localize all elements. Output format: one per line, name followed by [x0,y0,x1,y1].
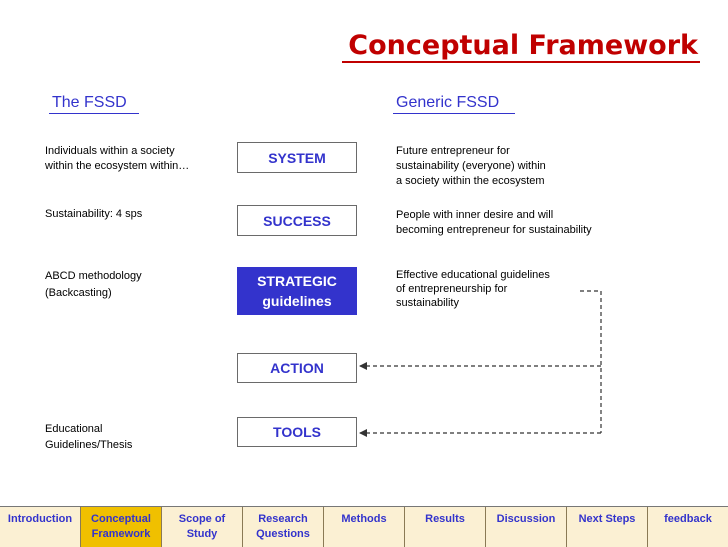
nav-label: Conceptual [91,513,151,525]
left-item-line: ABCD methodology [45,270,142,282]
dashed-trunk-line [580,290,602,433]
box-label: guidelines [262,293,332,309]
nav-label: Methods [341,513,387,525]
nav-feedback[interactable]: feedback [648,507,728,547]
left-item-success: Sustainability: 4 sps [45,207,142,222]
nav-label: Research [258,513,308,525]
right-heading: Generic FSSD [396,94,500,111]
left-item-line: Educational [45,423,103,435]
nav-label: Next Steps [578,513,636,525]
left-item-line: Sustainability: 4 sps [45,208,143,220]
nav-label: Questions [256,528,310,540]
nav-methods[interactable]: Methods [324,507,405,547]
page-title: Conceptual Framework [348,30,698,61]
right-item-strategic: Effective educational guidelines of entr… [396,268,550,310]
right-item-line: of entrepreneurship for [396,283,508,295]
nav-introduction[interactable]: Introduction [0,507,81,547]
right-item-line: Effective educational guidelines [396,269,550,281]
nav-label: Introduction [7,513,73,525]
box-label: ACTION [270,360,324,376]
right-heading-underline [393,113,515,114]
nav-label: Discussion [496,513,556,525]
left-item-line: within the ecosystem within… [45,160,190,172]
box-tools: TOOLS [237,417,357,447]
box-label: STRATEGIC [257,273,337,289]
box-success: SUCCESS [237,205,357,236]
right-item-success: People with inner desire and will becomi… [396,208,592,238]
right-item-line: People with inner desire and will [396,209,554,221]
nav-label: Study [186,528,218,540]
box-action: ACTION [237,353,357,383]
left-heading: The FSSD [52,94,127,111]
left-item-strategic: ABCD methodology (Backcasting) [45,268,142,302]
nav-label: feedback [664,513,712,525]
nav-label: Scope of [178,513,226,525]
nav-research-questions[interactable]: Research Questions [243,507,324,547]
nav-label: Results [425,513,465,525]
box-system: SYSTEM [237,142,357,173]
right-item-line: sustainability [396,297,459,309]
box-strategic-guidelines: STRATEGIC guidelines [237,267,357,315]
bottom-navigation: Introduction Conceptual Framework Scope … [0,506,728,547]
right-item-line: a society within the ecosystem [396,175,545,187]
box-label: TOOLS [273,424,321,440]
left-item-tools: Educational Guidelines/Thesis [45,421,132,453]
box-label: SUCCESS [263,212,331,229]
left-item-system: Individuals within a society within the … [45,144,189,174]
left-heading-underline [49,113,139,114]
nav-label: Framework [91,528,151,540]
right-item-line: sustainability (everyone) within [396,160,546,172]
nav-results[interactable]: Results [405,507,486,547]
nav-discussion[interactable]: Discussion [486,507,567,547]
right-item-line: becoming entrepreneur for sustainability [396,224,592,236]
title-underline [342,61,700,63]
nav-scope-of-study[interactable]: Scope of Study [162,507,243,547]
right-item-line: Future entrepreneur for [396,145,510,157]
left-item-line: Individuals within a society [45,145,175,157]
right-item-system: Future entrepreneur for sustainability (… [396,144,546,189]
left-item-line: (Backcasting) [45,287,112,299]
nav-next-steps[interactable]: Next Steps [567,507,648,547]
left-item-line: Guidelines/Thesis [45,439,133,451]
nav-conceptual-framework[interactable]: Conceptual Framework [81,507,162,547]
box-label: SYSTEM [268,149,326,166]
